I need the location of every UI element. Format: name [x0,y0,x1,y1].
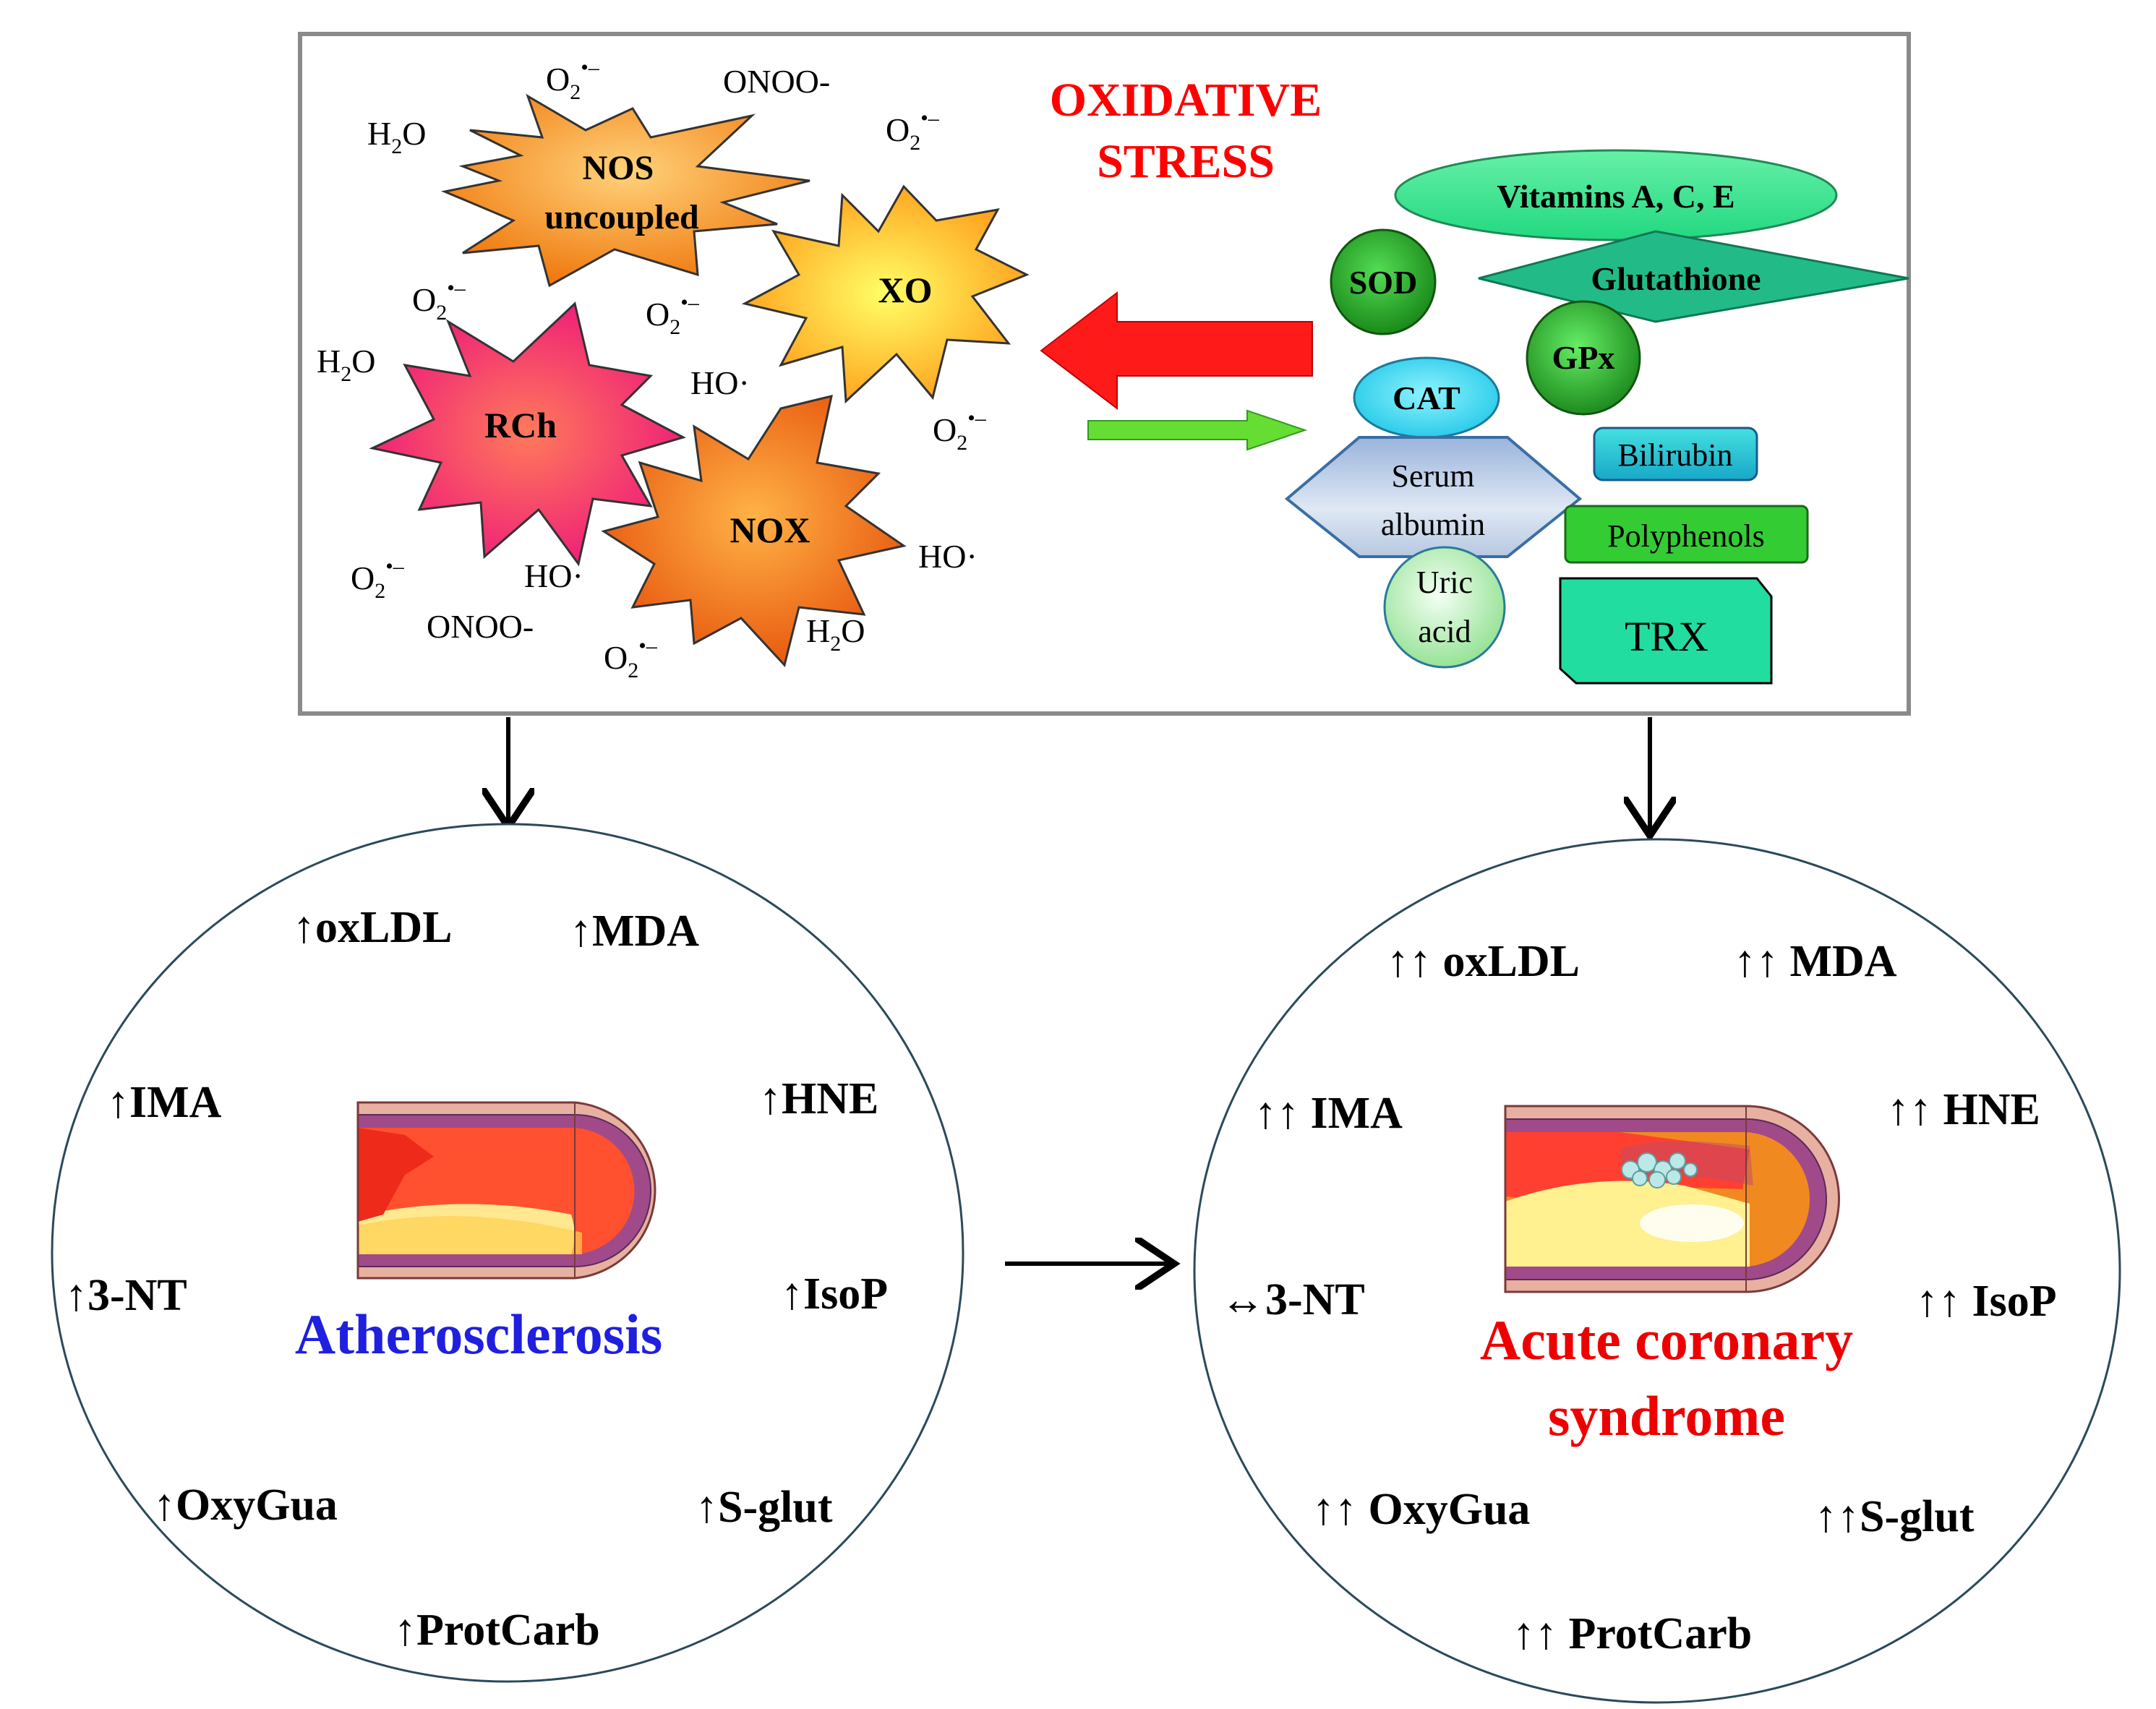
polyphenols-label: Polyphenols [1607,518,1765,554]
gpx-label: GPx [1552,339,1615,376]
hydrogen-peroxide-label: H2O [317,343,375,386]
acs-marker-isop: ↑↑ IsoP [1916,1277,2057,1326]
svg-text:O2•–: O2•– [351,554,405,603]
nos-burst [440,93,810,288]
nos-label-1: NOS [583,149,654,187]
trx-box [1559,577,1773,685]
atherosclerosis-label: Atherosclerosis [295,1303,662,1366]
acs-marker-ima: ↑↑ IMA [1254,1089,1403,1138]
superoxide-label: O2•– [604,634,658,682]
svg-text:O2•–: O2•– [546,56,600,104]
bilirubin-label: Bilirubin [1618,437,1733,473]
svg-text:O2•–: O2•– [604,634,658,682]
vitamins-label: Vitamins A, C, E [1497,178,1734,215]
xo-burst [741,184,1030,404]
cat-label: CAT [1393,380,1460,416]
superoxide-label: O2•– [351,554,405,603]
atherosclerosis-marker-ima: ↑IMA [107,1078,222,1127]
superoxide-label: O2•– [646,291,700,339]
sod-circle [1330,228,1437,335]
atherosclerosis-marker-oxygua: ↑OxyGua [153,1481,338,1530]
nox-label: NOX [730,510,810,550]
sod-label: SOD [1349,264,1418,301]
svg-text:O2•–: O2•– [886,106,940,155]
superoxide-label: O2•– [546,56,600,104]
healthy-artery-illustration [356,1101,656,1280]
atherosclerosis-marker-oxldl: ↑oxLDL [293,903,452,952]
acs-marker-sglut: ↑↑S-glut [1815,1492,1975,1541]
title-line-2: STRESS [1097,135,1275,188]
hydrogen-peroxide-label: H2O [806,612,865,656]
trx-label: TRX [1625,613,1708,660]
rch-label: RCh [484,405,557,445]
hydrogen-peroxide-label: H2O [367,115,426,158]
serum-albumin-hexagon [1284,436,1583,558]
superoxide-label: O2•– [886,106,940,155]
xo-label: XO [878,270,933,310]
svg-text:H2O: H2O [367,115,426,158]
peroxynitrite-label: ONOO- [427,608,534,645]
uric-acid-label-2: acid [1418,614,1471,649]
hydroxyl-label: HO· [524,557,583,594]
atherosclerosis-marker-mda: ↑MDA [570,907,699,956]
acs-marker-protcarb: ↑↑ ProtCarb [1513,1609,1752,1658]
svg-text:H2O: H2O [806,612,865,656]
acs-label-1: Acute coronary [1480,1308,1853,1371]
svg-text:O2•–: O2•– [646,291,700,339]
atherosclerosis-marker-isop: ↑IsoP [781,1269,888,1319]
superoxide-label: O2•– [412,276,466,325]
hydroxyl-label: HO· [918,538,978,575]
svg-text:H2O: H2O [317,343,375,386]
acs-marker-oxygua: ↑↑ OxyGua [1312,1485,1530,1534]
acs-marker-mda: ↑↑ MDA [1734,937,1897,986]
uric-acid-label-1: Uric [1416,565,1473,600]
acs-marker-oxldl: ↑↑ oxLDL [1387,937,1580,986]
glutathione-label: Glutathione [1591,260,1761,297]
small-green-arrow [1087,409,1308,451]
acs-label-2: syndrome [1548,1384,1785,1447]
rch-burst [369,301,686,567]
gpx-circle [1526,300,1641,416]
serum-albumin-label-2: albumin [1381,507,1485,542]
nos-label-2: uncoupled [544,198,699,236]
uric-acid-circle [1383,546,1506,669]
atherosclerosis-marker-3nt: ↑3-NT [65,1271,187,1320]
nox-burst [601,394,907,668]
superoxide-label: O2•– [933,406,987,455]
atherosclerosis-marker-hne: ↑HNE [759,1074,878,1123]
hydroxyl-label: HO· [690,364,750,401]
vitamins-ellipse [1394,149,1838,241]
serum-albumin-label-1: Serum [1392,458,1475,494]
bilirubin-box [1593,427,1758,481]
acs-marker-hne: ↑↑ HNE [1887,1085,2040,1134]
polyphenols-box [1564,505,1809,564]
acs-marker-3nt: ↔3-NT [1220,1275,1365,1324]
occluded-artery-illustration [1504,1105,1840,1293]
title-line-1: OXIDATIVE [1050,74,1322,127]
atherosclerosis-marker-protcarb: ↑ProtCarb [394,1606,600,1655]
big-red-arrow [1040,291,1313,411]
peroxynitrite-label: ONOO- [723,63,830,100]
svg-text:O2•–: O2•– [933,406,987,455]
svg-text:O2•–: O2•– [412,276,466,325]
atherosclerosis-marker-sglut: ↑S-glut [696,1483,833,1532]
